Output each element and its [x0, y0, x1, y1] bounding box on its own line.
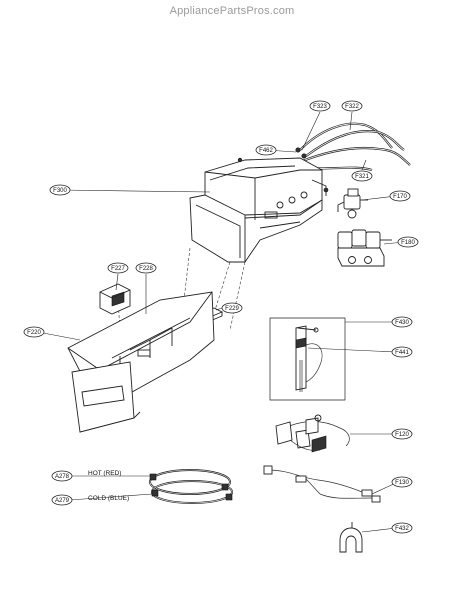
callout-a278[interactable]: A278: [51, 470, 73, 482]
callout-f130[interactable]: F130: [391, 476, 413, 488]
dispenser-drawer[interactable]: [67, 291, 215, 433]
callout-f430[interactable]: F430: [391, 316, 413, 328]
svg-text:F220: F220: [27, 330, 41, 336]
cold-hose-label: COLD (BLUE): [88, 495, 129, 502]
svg-text:F227: F227: [111, 266, 125, 272]
callout-f322[interactable]: F322: [341, 100, 363, 112]
sensor-harness[interactable]: [263, 465, 381, 503]
callout-f180[interactable]: F180: [397, 236, 419, 248]
svg-text:A278: A278: [55, 474, 70, 480]
svg-text:F462: F462: [259, 148, 273, 154]
svg-text:F120: F120: [395, 432, 409, 438]
callout-f228[interactable]: F228: [135, 262, 157, 274]
callout-f441[interactable]: F441: [391, 346, 413, 358]
svg-text:A279: A279: [55, 498, 70, 504]
softener-cap[interactable]: [99, 283, 131, 315]
svg-text:F170: F170: [393, 194, 407, 200]
callout-f321[interactable]: F321: [351, 170, 373, 182]
callout-f227[interactable]: F227: [107, 262, 129, 274]
svg-text:F130: F130: [395, 480, 409, 486]
callout-f120[interactable]: F120: [391, 428, 413, 440]
wire-harness-panel[interactable]: [269, 317, 346, 401]
svg-text:F441: F441: [395, 350, 409, 356]
door-lock-harness[interactable]: [275, 414, 350, 453]
water-valve-small[interactable]: [337, 188, 368, 219]
water-valve-large[interactable]: [337, 229, 392, 267]
hose-clamp[interactable]: [339, 522, 363, 553]
callout-f229[interactable]: F229: [221, 302, 243, 314]
callout-f432[interactable]: F432: [391, 522, 413, 534]
svg-text:F323: F323: [313, 104, 327, 110]
callout-f323[interactable]: F323: [309, 100, 331, 112]
svg-text:F228: F228: [139, 266, 153, 272]
callout-f220[interactable]: F220: [23, 326, 45, 338]
watermark-text: AppliancePartsPros.com: [169, 5, 295, 17]
callout-f170[interactable]: F170: [389, 190, 411, 202]
inlet-hoses-lower[interactable]: [149, 469, 233, 504]
callout-a279[interactable]: A279: [51, 494, 73, 506]
svg-text:F321: F321: [355, 174, 369, 180]
inlet-hoses-upper[interactable]: [295, 122, 411, 172]
svg-text:F432: F432: [395, 526, 409, 532]
callout-f300[interactable]: F300: [49, 184, 71, 196]
svg-text:F300: F300: [53, 188, 67, 194]
svg-text:F430: F430: [395, 320, 409, 326]
hot-hose-label: HOT (RED): [88, 470, 121, 477]
svg-text:F180: F180: [401, 240, 415, 246]
svg-text:F322: F322: [345, 104, 359, 110]
callout-f462[interactable]: F462: [255, 144, 277, 156]
dispenser-housing[interactable]: [189, 157, 329, 263]
svg-text:F229: F229: [225, 306, 239, 312]
